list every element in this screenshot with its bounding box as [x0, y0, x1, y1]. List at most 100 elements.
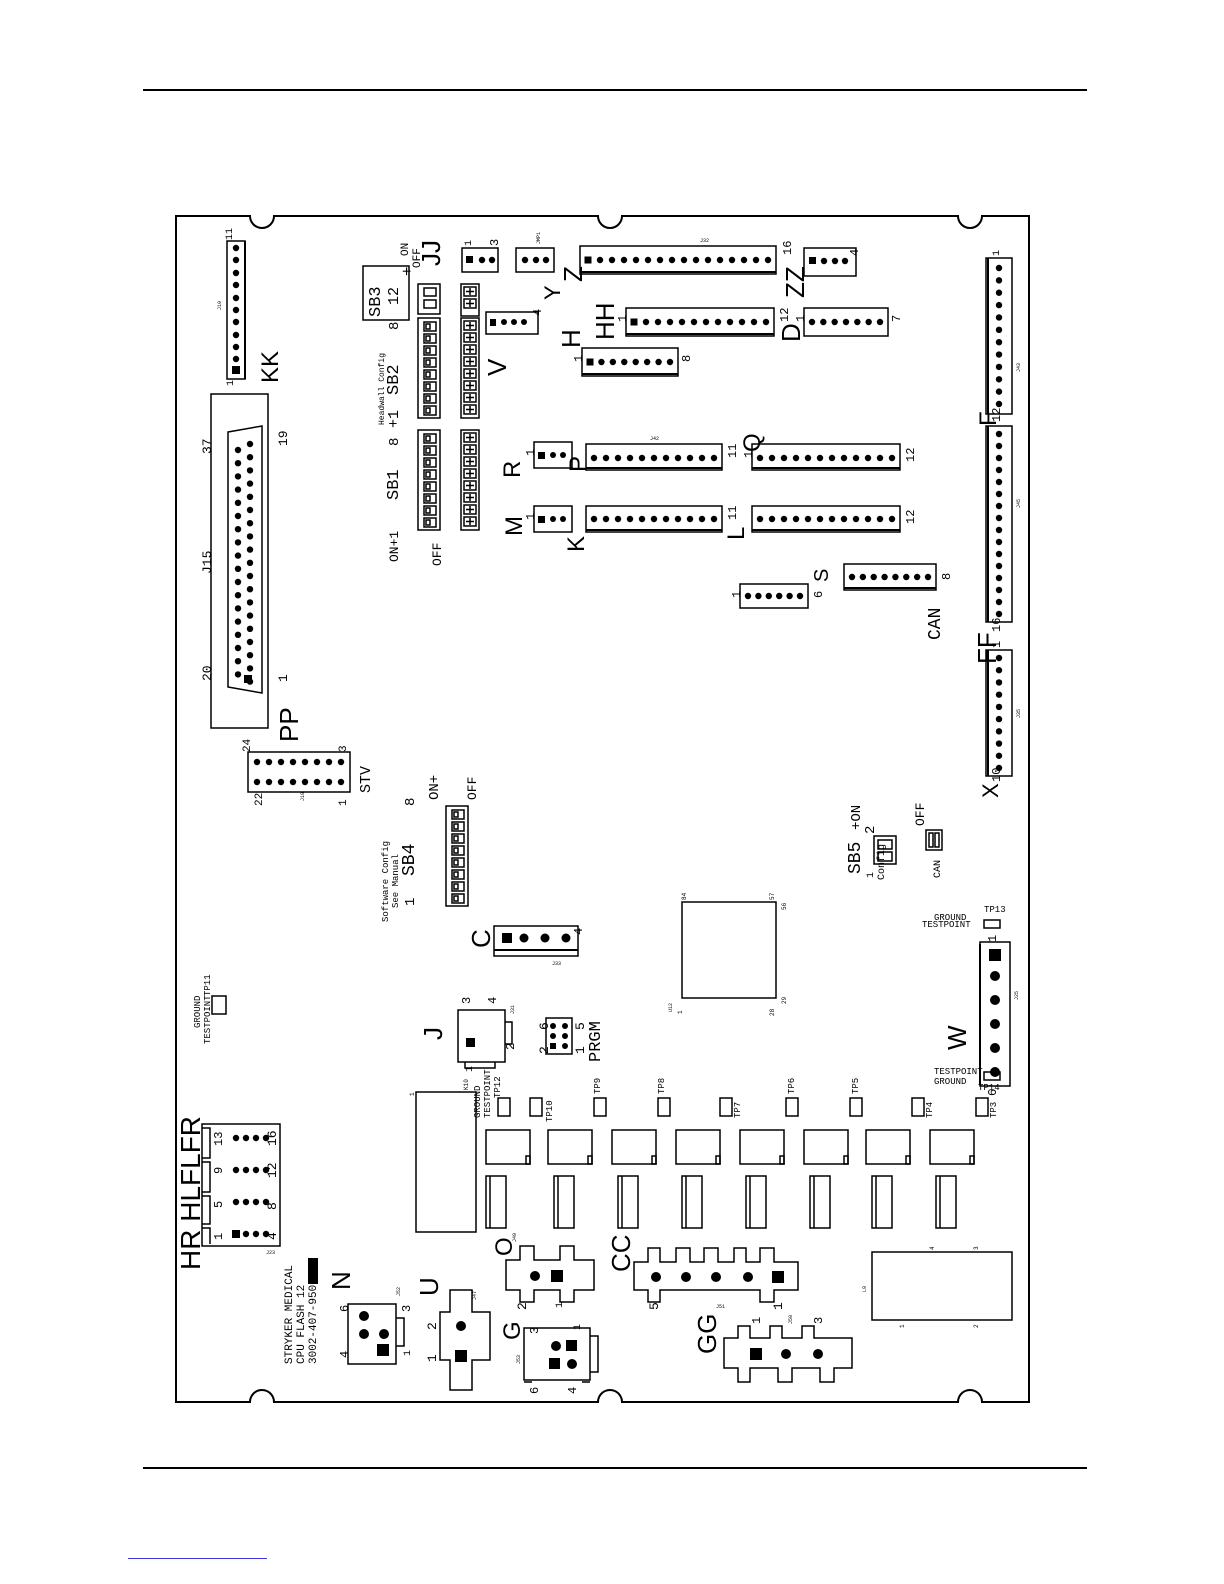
connector-J35: 1 10 J35 — [985, 641, 1022, 782]
pin — [252, 1230, 260, 1238]
pin — [876, 318, 884, 326]
pin — [232, 1198, 240, 1206]
pin — [995, 667, 1003, 674]
opto-isolator — [611, 1129, 657, 1165]
pin-label-7: 7 — [890, 315, 904, 322]
pin — [755, 592, 762, 600]
connector-J7: 1 12 — [616, 307, 792, 337]
jumper-cell — [463, 444, 477, 455]
label-J: J — [418, 1027, 448, 1040]
pin — [840, 515, 848, 523]
pin-label-1: 1 — [742, 451, 756, 458]
dip-switch-cell — [423, 333, 437, 344]
dip-switch-cell — [423, 469, 437, 480]
jumper-cell — [463, 298, 477, 309]
label-headwall-config: Headwall Config — [378, 353, 387, 425]
pin — [246, 586, 254, 593]
label-SB4-1: 1 — [403, 898, 419, 906]
pin-label-1: 1 — [464, 240, 475, 246]
label-SB5-off: OFF — [913, 803, 928, 826]
testpoint-TP11: GROUND TESTPOINT TP11 — [193, 974, 227, 1044]
pin-label-1: 1 — [990, 641, 1004, 648]
pin — [301, 758, 309, 766]
label-TP9: TP9 — [593, 1078, 603, 1094]
connector-J8: 1 8 — [572, 347, 694, 377]
pin — [816, 454, 824, 462]
testpoint-TP14: TP14 TESTPOINT GROUND — [934, 1067, 1001, 1093]
pin — [854, 318, 861, 326]
label-part-number: 3002-407-950REV — [308, 1265, 320, 1364]
label-SB2-plus1: +1 — [386, 410, 403, 428]
pin — [626, 454, 634, 462]
label-plus-top: + — [399, 266, 417, 276]
dip-switch-toggle — [425, 347, 431, 354]
jumper-cell — [463, 380, 477, 391]
dip-switch-cell — [423, 433, 437, 444]
ref-J19: J19 — [300, 792, 306, 801]
pin — [325, 778, 333, 786]
chip-U12: 84 57 56 29 28 1 U12 — [668, 892, 788, 1016]
label-TP4: TP4 — [925, 1102, 935, 1118]
pin-label-1: 1 — [750, 1317, 764, 1324]
label-TP7: TP7 — [733, 1102, 743, 1118]
pin — [995, 388, 1003, 395]
pin-label-4: 4 — [848, 249, 862, 256]
pin — [995, 740, 1003, 747]
pin — [698, 454, 706, 462]
dip-switch-cell — [423, 457, 437, 468]
pin-label-8: 8 — [265, 1202, 280, 1210]
pin — [995, 550, 1003, 558]
pin — [655, 358, 662, 366]
pin — [234, 578, 242, 586]
pin — [995, 351, 1003, 358]
pin — [995, 442, 1003, 450]
label-HR-HLFLFR: HR HLFLFR — [175, 1116, 206, 1270]
opto-isolator — [547, 1129, 593, 1165]
pin — [995, 289, 1003, 296]
pin — [596, 256, 604, 264]
pin — [643, 358, 651, 366]
pin — [762, 318, 770, 326]
pin — [876, 515, 884, 523]
label-SB5-config: Config — [876, 844, 888, 880]
dip-switch-cell — [423, 405, 437, 416]
pin — [234, 631, 242, 638]
label-S: S — [811, 569, 833, 582]
pin — [786, 592, 793, 600]
pin — [277, 778, 285, 786]
connector-J32: J32 16 — [579, 238, 795, 275]
transistor — [809, 1175, 831, 1229]
pin — [995, 598, 1003, 606]
jumper-cell — [463, 356, 477, 367]
pin — [325, 758, 333, 766]
label-TP8: TP8 — [657, 1078, 667, 1094]
pin-label-4: 4 — [338, 1351, 352, 1358]
connector-J52: 6 3 4 1 J52 — [338, 1287, 414, 1365]
pin — [698, 515, 706, 523]
pin-label-4: 4 — [566, 1387, 580, 1394]
opto-marker — [843, 1155, 849, 1165]
pin — [234, 552, 242, 559]
pin — [804, 454, 812, 462]
label-N: N — [326, 1271, 356, 1290]
pin — [995, 691, 1003, 698]
ref-K10: K10 — [463, 1079, 470, 1090]
pin — [924, 573, 932, 581]
pin-label-9: 9 — [212, 1167, 226, 1174]
dip-switch-cell — [423, 381, 437, 392]
label-TP5: TP5 — [851, 1078, 861, 1094]
pin — [995, 277, 1003, 284]
jumper-cell — [463, 332, 477, 343]
pin — [680, 256, 688, 264]
pin — [253, 778, 261, 786]
pin-label-1: 1 — [555, 1302, 566, 1308]
label-SB1-8: 8 — [387, 438, 403, 446]
label-TP3: TP3 — [989, 1102, 999, 1118]
pin — [590, 454, 598, 462]
label-Z: Z — [558, 266, 588, 282]
pin-square — [630, 318, 638, 326]
pin — [876, 454, 884, 462]
connector-J9: 1 3 — [461, 239, 502, 273]
pin — [852, 454, 860, 462]
label-F: F — [975, 411, 1002, 426]
